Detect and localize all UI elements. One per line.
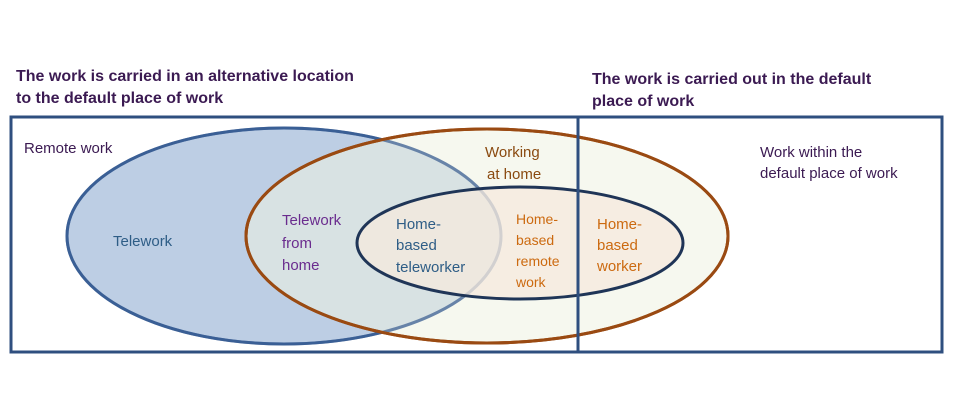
home-based-remote-work-label-4: work <box>515 274 547 290</box>
within-default-label-1: Work within the <box>760 144 862 161</box>
home-based-remote-work-label-2: based <box>516 232 554 248</box>
telework-from-home-label-1: Telework <box>282 212 342 229</box>
home-based-ellipse <box>355 185 685 301</box>
telework-from-home-label-2: from <box>282 235 312 252</box>
home-based-remote-work-label-1: Home- <box>516 211 558 227</box>
remote-work-label: Remote work <box>24 140 113 157</box>
within-default-label-2: default place of work <box>760 165 898 182</box>
telework-from-home-label-3: home <box>282 257 320 274</box>
home-based-teleworker-label-1: Home- <box>396 216 441 233</box>
home-based-worker-label-1: Home- <box>597 216 642 233</box>
home-based-worker-label-3: worker <box>596 258 642 275</box>
home-based-teleworker-label-3: teleworker <box>396 259 465 276</box>
telework-label: Telework <box>113 233 173 250</box>
home-based-teleworker-label-2: based <box>396 237 437 254</box>
working-at-home-label-2: at home <box>487 166 541 183</box>
working-at-home-outline <box>244 127 730 345</box>
left-header: The work is carried in an alternative lo… <box>16 68 354 107</box>
home-based-worker-label-2: based <box>597 237 638 254</box>
home-based-remote-work-label-3: remote <box>516 253 560 269</box>
right-header: The work is carried out in the default p… <box>592 71 872 110</box>
working-at-home-label-1: Working <box>485 144 540 161</box>
